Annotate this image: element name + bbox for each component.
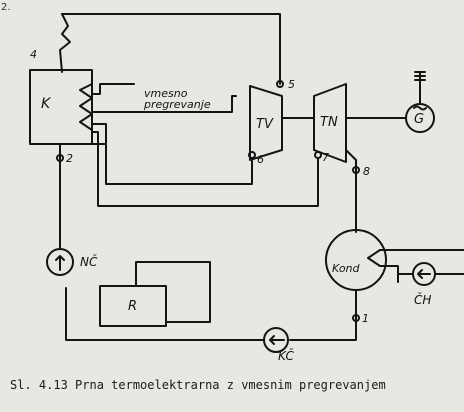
tank-label: R: [128, 299, 137, 314]
cold-reheat-line: [91, 123, 253, 185]
boiler-superheater-coil: [59, 13, 71, 73]
tank-loop-line: [135, 261, 211, 323]
point-1-node: [352, 314, 360, 322]
hot-reheat-line-a: [91, 95, 237, 113]
condenser-label: Kond: [332, 262, 361, 275]
condensate-pump-arrow-icon: [269, 335, 285, 345]
cooling-water-lines: [379, 249, 464, 283]
condensate-return-line: [65, 287, 265, 341]
point-7-label: 7: [322, 151, 329, 164]
point-5-node: [276, 80, 284, 88]
turbine-hp: [249, 85, 283, 161]
condensate-pump-label: KČ: [278, 348, 295, 363]
point-4-label: 4: [30, 48, 37, 61]
turbine-lp: [313, 83, 347, 163]
boiler-label: K: [41, 96, 52, 112]
condenser-coil: [367, 249, 381, 267]
point-2-label: 2: [66, 152, 73, 165]
reheat-coil: [79, 83, 93, 131]
point-5-label: 5: [288, 78, 295, 91]
exhaust-line: [345, 149, 357, 233]
generator-tilde-icon: [413, 105, 427, 111]
cooling-pump-arrow-icon: [417, 269, 431, 279]
feed-pump-arrow-icon: [55, 255, 65, 271]
reheat-out-stub: [91, 83, 135, 95]
reheat-label-2: pregrevanje: [143, 98, 211, 111]
reheat-label-1: vmesno: [144, 87, 188, 100]
main-steam-line: [61, 13, 281, 85]
cooling-pump-label: ČH: [414, 292, 431, 307]
hot-reheat-line: [91, 131, 319, 207]
point-6-label: 6: [257, 153, 264, 166]
point-8-label: 8: [363, 165, 370, 178]
feed-pump-label: NČ: [80, 254, 98, 269]
point-2-node: [56, 154, 64, 162]
turbine-lp-label: TN: [320, 115, 338, 130]
generator-output-icon: [414, 71, 426, 81]
figure-caption: Sl. 4.13 Prna termoelektrarna z vmesnim …: [10, 378, 386, 392]
margin-mark: 2.: [1, 2, 11, 13]
condensate-line: [289, 289, 357, 341]
generator-label: G: [414, 112, 424, 127]
condenser: [325, 229, 387, 291]
tank: [99, 285, 167, 327]
turbine-hp-label: TV: [256, 117, 274, 132]
point-1-label: 1: [362, 312, 369, 325]
